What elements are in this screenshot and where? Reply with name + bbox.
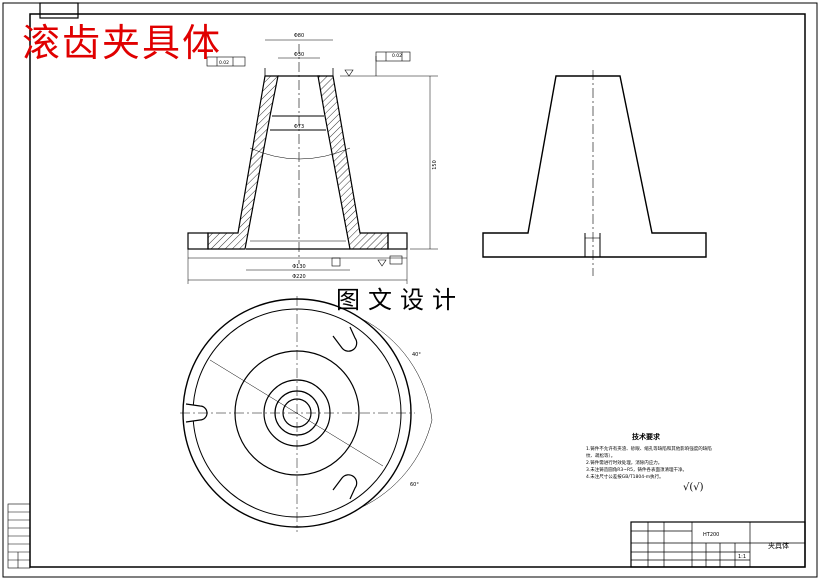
title-block-material: HT200 xyxy=(703,532,720,538)
tech-note: 纹、疏松等）。 xyxy=(586,454,616,459)
dim-angle-1: 40° xyxy=(412,352,421,358)
corner-mark xyxy=(39,2,79,19)
tech-note: 2.铸件需进行时效处理，消除内应力。 xyxy=(586,461,663,466)
title-block xyxy=(630,521,806,568)
top-view: 40° 60° xyxy=(180,296,433,532)
title-block-scale: 1:1 xyxy=(738,554,747,560)
roughness-symbol: √(√) xyxy=(683,482,704,493)
tol-perp: 0.02 xyxy=(219,60,229,66)
dim-top-dia: Φ80 xyxy=(294,33,304,39)
dim-bore: Φ30 xyxy=(294,52,304,58)
dim-flange-dia: Φ220 xyxy=(292,274,305,280)
tech-note: 3.未注铸造圆角R3~R5，铸件各表面须清理干净。 xyxy=(586,468,688,473)
front-section-view: Φ80 Φ30 Φ73 150 Φ130 Φ220 0.02 0.02 xyxy=(187,33,438,284)
dim-bottom-dia: Φ130 xyxy=(292,264,305,270)
dim-height: 150 xyxy=(432,160,438,170)
tech-requirements-title: 技术要求 xyxy=(632,433,660,441)
watermark-text: 图文设计 xyxy=(336,286,464,314)
tech-note: 1.铸件不允许有夹渣、砂眼、缩孔等缺陷和其他影响强度的缺陷（如裂 xyxy=(586,447,714,452)
side-view xyxy=(482,70,707,276)
title-block-part-name: 夹具体 xyxy=(768,542,789,550)
sheet-inner-border xyxy=(29,13,806,568)
tol-flatness: 0.02 xyxy=(392,53,402,59)
tech-requirements-notes: 1.铸件不允许有夹渣、砂眼、缩孔等缺陷和其他影响强度的缺陷（如裂 纹、疏松等）。… xyxy=(586,446,714,481)
left-margin-table xyxy=(7,503,31,569)
dim-angle-2: 60° xyxy=(410,482,419,488)
drawing-title-red: 滚齿夹具体 xyxy=(22,21,223,65)
dim-mid-dia: Φ73 xyxy=(294,124,304,130)
tech-note: 4.未注尺寸公差按GB/T1804-m执行。 xyxy=(586,475,664,480)
